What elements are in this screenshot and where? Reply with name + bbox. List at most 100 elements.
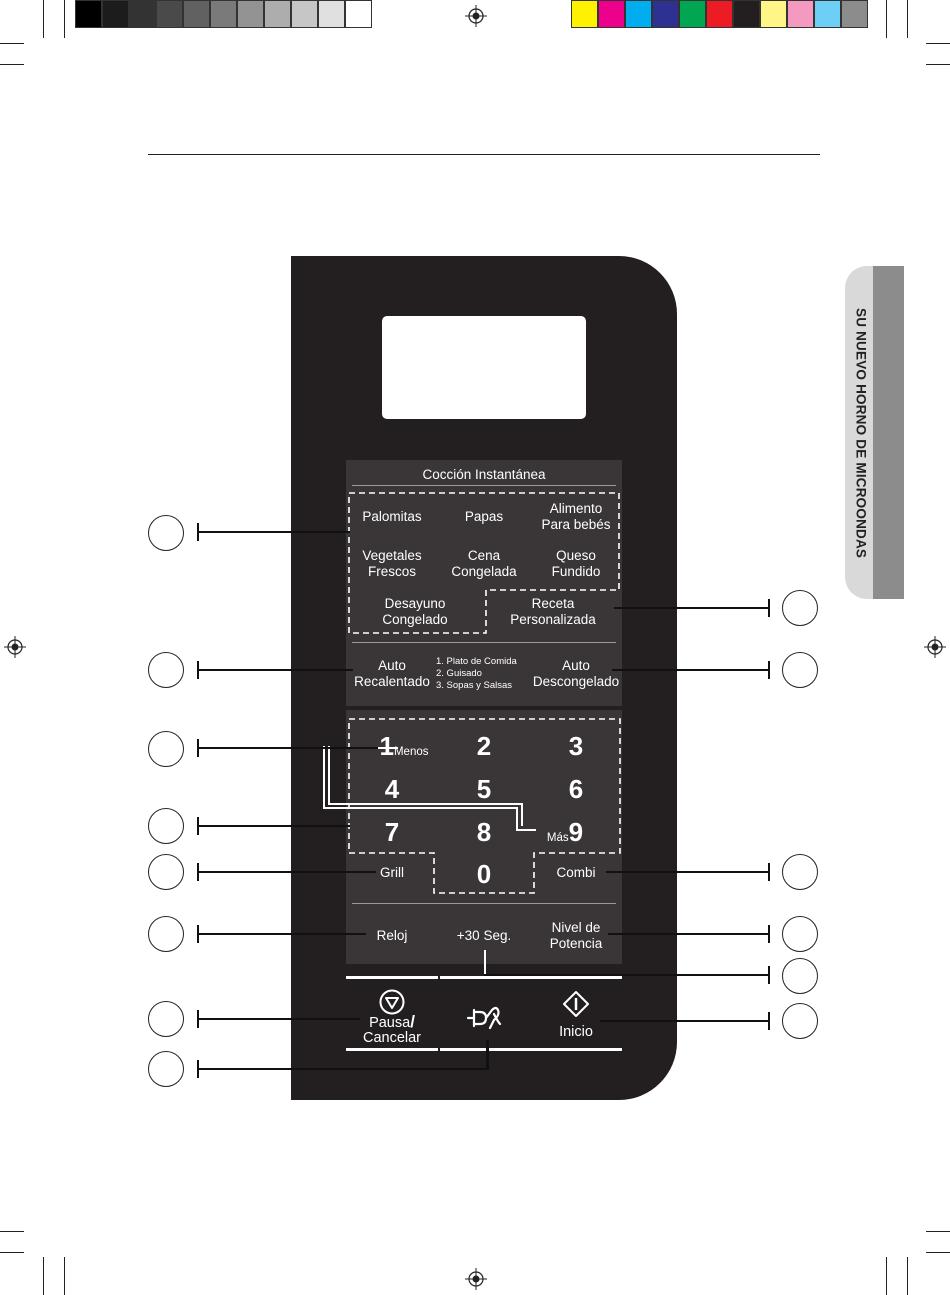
color-swatch — [625, 0, 652, 28]
start-button[interactable]: Inicio — [559, 1024, 593, 1040]
callout-line — [486, 1040, 488, 1070]
callout-circle — [148, 1051, 184, 1087]
key-6[interactable]: 6 — [568, 774, 584, 804]
callout-line — [198, 825, 348, 827]
crop-mark — [0, 64, 24, 65]
auto-defrost-label-1: Auto — [562, 658, 590, 673]
callout-circle — [782, 652, 818, 688]
reheat-options-list: 1. Plato de Comida 2. Guisado 3. Sopas y… — [436, 656, 517, 692]
callout-circle — [782, 958, 818, 994]
grill-button[interactable]: Grill — [380, 865, 404, 880]
callout-cap — [768, 863, 770, 881]
key-1-sublabel: Menos — [393, 746, 429, 758]
key-2[interactable]: 2 — [476, 731, 492, 761]
header-rule — [148, 154, 820, 155]
key-8[interactable]: 8 — [476, 817, 492, 847]
registration-mark-icon — [465, 5, 487, 27]
stop-icon — [379, 989, 405, 1015]
callout-circle — [148, 916, 184, 952]
registration-mark-icon — [4, 636, 26, 658]
grayscale-swatch — [291, 0, 318, 28]
section-tab: SU NUEVO HORNO DE MICROONDAS — [845, 266, 904, 599]
breakfast-label-1: Desayuno — [384, 596, 446, 611]
callout-circle — [148, 731, 184, 767]
auto-reheat-label-2: Recalentado — [354, 674, 430, 689]
plus30-button[interactable]: +30 Seg. — [456, 928, 512, 943]
divider-bar — [440, 1048, 622, 1051]
grayscale-swatch — [318, 0, 345, 28]
instant-cook-outline — [348, 492, 620, 634]
key-7[interactable]: 7 — [384, 817, 400, 847]
baby-food-label-1: Alimento — [549, 501, 603, 516]
callout-cap — [768, 661, 770, 679]
key-9[interactable]: Más9 — [547, 818, 583, 852]
popcorn-button[interactable]: Palomitas — [362, 509, 422, 524]
auto-defrost-label-2: Descongelado — [532, 674, 620, 689]
key-1-digit: 1 — [379, 731, 394, 761]
callout-line — [606, 871, 770, 873]
callout-line — [484, 974, 770, 976]
keypad-area — [346, 710, 622, 964]
callout-circle — [148, 1001, 184, 1037]
pause-cancel-button[interactable]: Pausa/Cancelar — [363, 1013, 421, 1046]
reheat-option: 3. Sopas y Salsas — [436, 680, 513, 691]
callout-line — [198, 1018, 360, 1020]
divider-bar — [346, 1048, 438, 1051]
crop-mark — [926, 43, 950, 44]
key-5[interactable]: 5 — [476, 774, 492, 804]
callout-line — [198, 871, 366, 873]
callout-circle — [148, 854, 184, 890]
potatoes-button[interactable]: Papas — [464, 509, 504, 524]
pause-label: Pausa — [369, 1015, 411, 1031]
key-4[interactable]: 4 — [384, 774, 400, 804]
crop-mark — [43, 1257, 44, 1295]
reheat-option: 1. Plato de Comida — [436, 656, 517, 667]
crop-mark — [926, 1252, 950, 1253]
callout-line — [612, 669, 770, 671]
color-swatch — [706, 0, 733, 28]
key-0[interactable]: 0 — [476, 859, 492, 889]
eco-mode-icon[interactable] — [466, 1004, 502, 1032]
callout-line — [484, 950, 486, 976]
instant-cook-header: Cocción Instantánea — [422, 467, 546, 482]
divider — [352, 485, 616, 486]
key-9-sublabel: Más — [546, 832, 569, 844]
callout-circle — [148, 515, 184, 551]
cheese-label-2: Fundido — [551, 564, 601, 579]
divider-bar — [440, 976, 622, 979]
crop-mark — [64, 0, 65, 38]
vegetables-label-1: Vegetales — [362, 548, 422, 563]
callout-line — [198, 1068, 488, 1070]
crop-mark — [886, 0, 887, 38]
power-level-label-1: Nivel de — [551, 920, 601, 935]
callout-line — [198, 669, 353, 671]
callout-lines — [198, 531, 536, 1070]
callout-cap — [768, 599, 770, 617]
callout-cap — [768, 925, 770, 943]
crop-mark — [907, 1257, 908, 1295]
clock-button[interactable]: Reloj — [376, 928, 408, 943]
callout-cap — [768, 966, 770, 984]
grayscale-swatch — [345, 0, 372, 28]
key-1[interactable]: 1Menos — [380, 732, 429, 766]
callout-line — [600, 1020, 770, 1022]
frozen-dinner-label-2: Congelada — [451, 564, 517, 579]
callout-line — [198, 747, 378, 749]
crop-mark — [64, 1257, 65, 1295]
divider — [352, 642, 616, 643]
color-swatch — [652, 0, 679, 28]
key-3[interactable]: 3 — [568, 731, 584, 761]
callout-cap — [768, 1012, 770, 1030]
breakfast-label-2: Congelado — [382, 612, 448, 627]
grayscale-swatch — [183, 0, 210, 28]
combi-button[interactable]: Combi — [556, 865, 596, 880]
